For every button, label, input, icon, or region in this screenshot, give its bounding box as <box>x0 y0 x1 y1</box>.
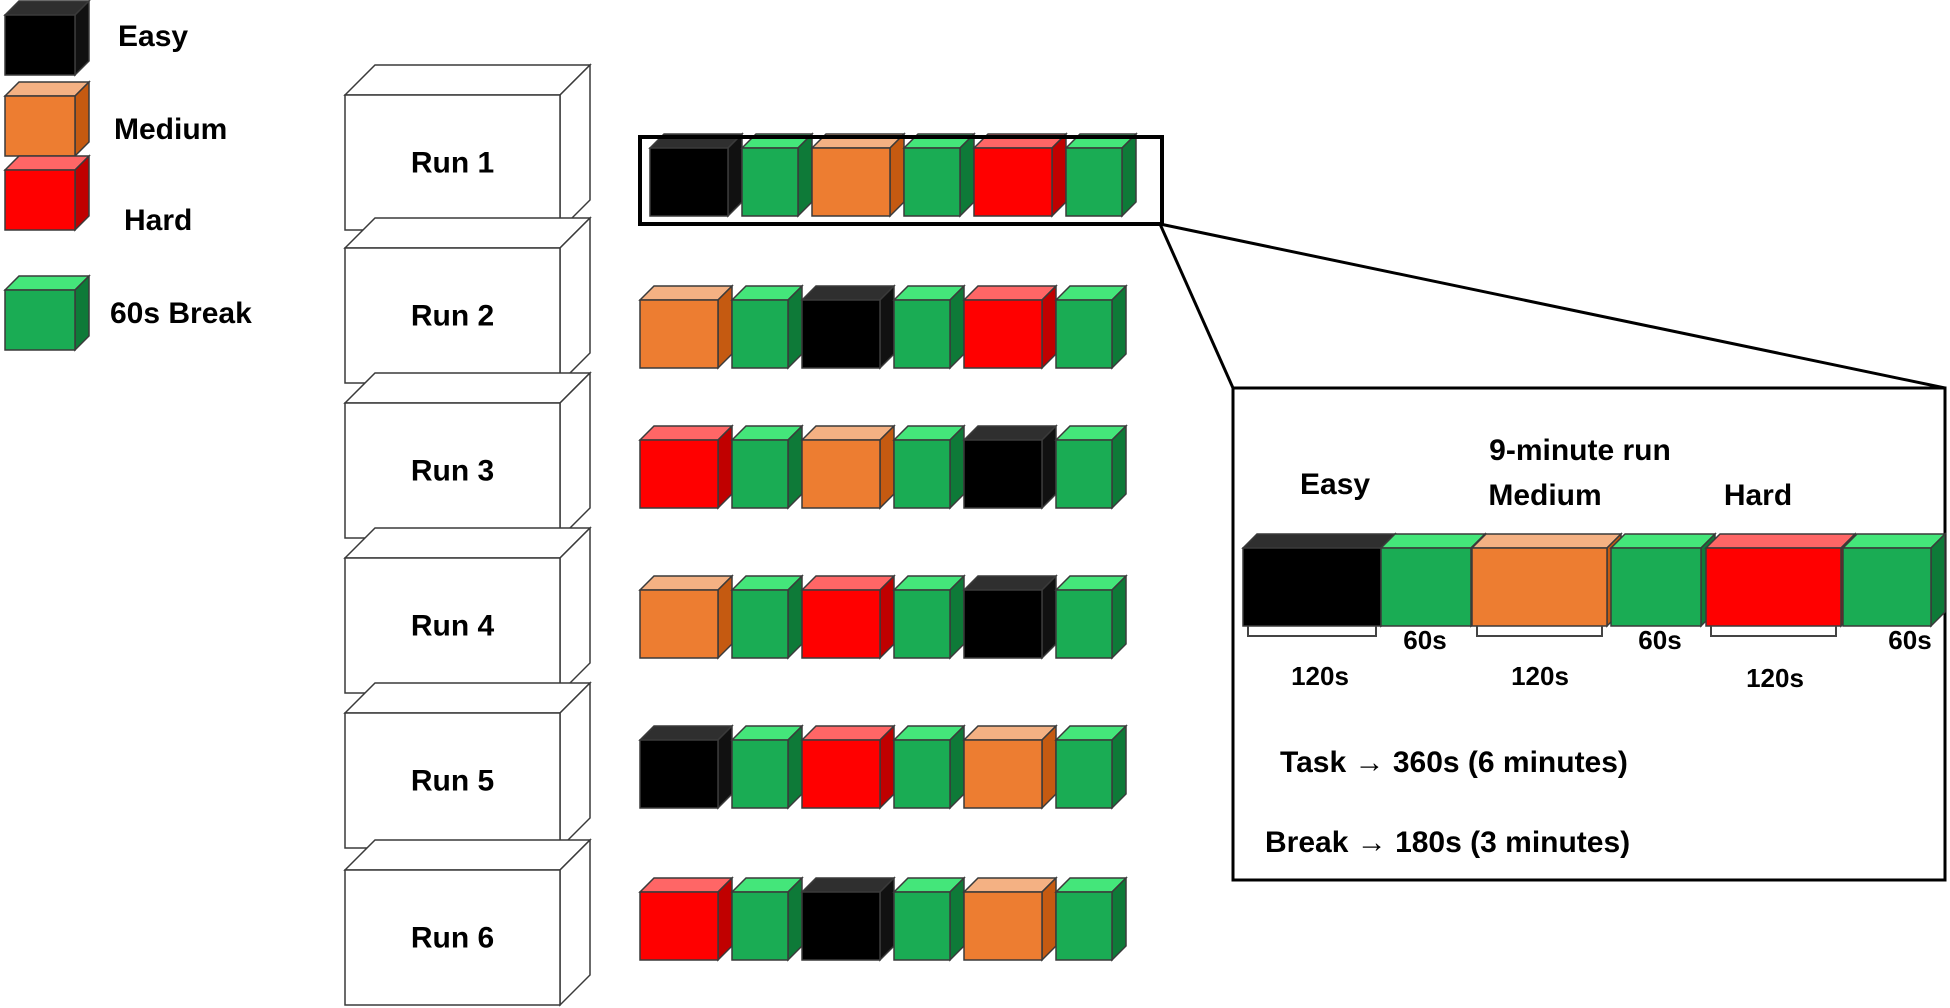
duration-label-3: 120s <box>1511 661 1569 691</box>
detail-label-medium: Medium <box>1488 479 1601 512</box>
run4-block-2-break <box>730 574 804 660</box>
detail-block-2-break <box>1379 532 1487 628</box>
run1-block-4-break <box>902 132 976 218</box>
bracket-task-2 <box>1476 626 1603 637</box>
run5-block-4-break <box>892 724 966 810</box>
legend-label-medium: Medium <box>114 113 227 146</box>
legend: Easy Medium Hard 60s Break <box>3 0 252 352</box>
run6-block-6-break <box>1054 876 1128 962</box>
run-label-6: Run 6 <box>411 921 494 954</box>
run5-block-1-easy <box>638 724 734 810</box>
run2-block-6-break <box>1054 284 1128 370</box>
run6-block-4-break <box>892 876 966 962</box>
run6-block-1-hard <box>638 876 734 962</box>
run-sequence-5 <box>638 724 1128 810</box>
duration-label-5: 120s <box>1746 663 1804 693</box>
run2-block-5-hard <box>962 284 1058 370</box>
zoom-line-top <box>1159 222 1946 390</box>
detail-block-3-medium <box>1470 532 1623 628</box>
detail-task-summary: Task → 360s (6 minutes) <box>1280 746 1628 779</box>
run-box-6: Run 6 <box>343 838 592 1007</box>
legend-label-easy: Easy <box>118 20 188 53</box>
run5-block-2-break <box>730 724 804 810</box>
run5-block-6-break <box>1054 724 1128 810</box>
detail-sequence <box>1241 532 1947 628</box>
run-box-5: Run 5 <box>343 681 592 850</box>
legend-label-break: 60s Break <box>110 297 252 330</box>
run3-block-3-medium <box>800 424 896 510</box>
legend-swatch-break <box>3 274 91 352</box>
run-sequence-2 <box>638 284 1128 370</box>
run5-block-5-medium <box>962 724 1058 810</box>
run-boxes: Run 1 Run 2 Run 3 Run 4 Run 5 Run 6 <box>343 63 592 1007</box>
run3-block-6-break <box>1054 424 1128 510</box>
run-sequence-4 <box>638 574 1128 660</box>
detail-title: 9-minute run <box>1489 434 1671 467</box>
detail-break-summary: Break → 180s (3 minutes) <box>1265 826 1630 859</box>
run3-block-5-easy <box>962 424 1058 510</box>
duration-label-1: 120s <box>1291 661 1349 691</box>
run5-block-3-hard <box>800 724 896 810</box>
duration-label-2: 60s <box>1403 625 1446 655</box>
run1-highlight-frame <box>638 135 1164 226</box>
detail-block-6-break <box>1841 532 1947 628</box>
run-label-4: Run 4 <box>411 609 495 642</box>
run-sequence-1 <box>648 132 1138 218</box>
duration-label-4: 60s <box>1638 625 1681 655</box>
run1-block-1-easy <box>648 132 744 218</box>
duration-label-6: 60s <box>1888 625 1931 655</box>
detail-label-easy: Easy <box>1300 468 1370 501</box>
run1-block-5-hard <box>972 132 1068 218</box>
run6-block-3-easy <box>800 876 896 962</box>
detail-panel: 9-minute run Easy Medium Hard 120s60s120… <box>1231 386 1947 882</box>
run4-block-3-hard <box>800 574 896 660</box>
run3-block-4-break <box>892 424 966 510</box>
run3-block-1-hard <box>638 424 734 510</box>
detail-block-5-hard <box>1704 532 1857 628</box>
run1-block-6-break <box>1064 132 1138 218</box>
run2-block-1-medium <box>638 284 734 370</box>
run-sequence-3 <box>638 424 1128 510</box>
legend-swatch-hard <box>3 154 91 232</box>
legend-label-hard: Hard <box>124 204 192 237</box>
run-box-1: Run 1 <box>343 63 592 232</box>
run1-block-3-medium <box>810 132 906 218</box>
run-label-5: Run 5 <box>411 764 494 797</box>
run-box-3: Run 3 <box>343 371 592 540</box>
run4-block-6-break <box>1054 574 1128 660</box>
run-box-2: Run 2 <box>343 216 592 385</box>
detail-duration-brackets: 120s 60s 120s 60s 120s 60s <box>1247 625 1932 693</box>
run-label-3: Run 3 <box>411 454 494 487</box>
legend-swatch-medium <box>3 80 91 158</box>
run2-block-3-easy <box>800 284 896 370</box>
run4-block-4-break <box>892 574 966 660</box>
run-label-1: Run 1 <box>411 146 494 179</box>
detail-frame <box>1231 386 1947 882</box>
detail-block-4-break <box>1609 532 1717 628</box>
bracket-task-3 <box>1710 626 1837 637</box>
run1-block-2-break <box>740 132 814 218</box>
legend-swatch-easy <box>3 0 91 77</box>
run3-block-2-break <box>730 424 804 510</box>
run-box-4: Run 4 <box>343 526 592 695</box>
zoom-line-left <box>1158 223 1235 389</box>
run2-block-4-break <box>892 284 966 370</box>
bracket-task-1 <box>1247 626 1377 637</box>
detail-block-1-easy <box>1241 532 1397 628</box>
run6-block-2-break <box>730 876 804 962</box>
run6-block-5-medium <box>962 876 1058 962</box>
run2-block-2-break <box>730 284 804 370</box>
detail-label-hard: Hard <box>1724 479 1792 512</box>
run4-block-5-easy <box>962 574 1058 660</box>
run-label-2: Run 2 <box>411 299 494 332</box>
run-sequences <box>638 132 1138 962</box>
run4-block-1-medium <box>638 574 734 660</box>
run-sequence-6 <box>638 876 1128 962</box>
